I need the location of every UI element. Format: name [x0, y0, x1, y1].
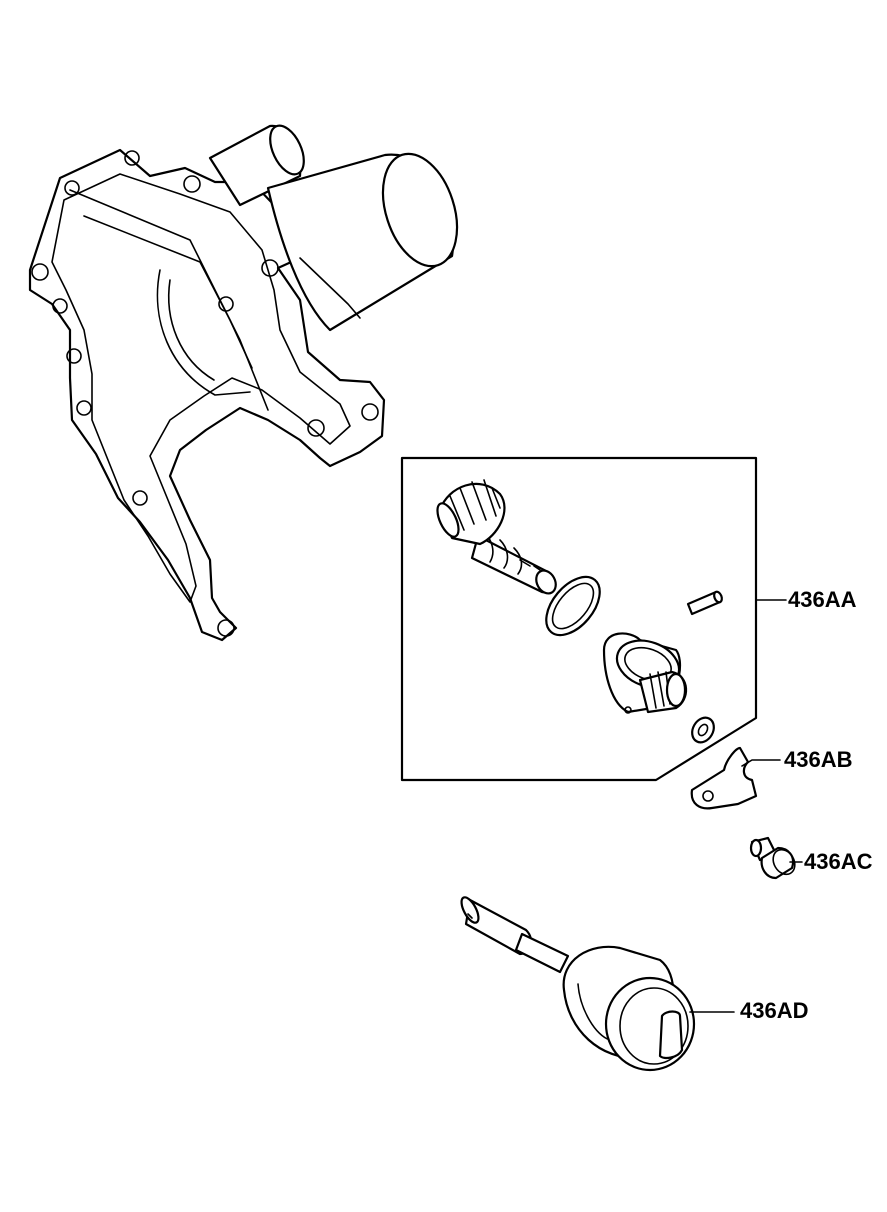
driven-gear-shaft: [436, 479, 557, 595]
callout-436aa: 436AA: [788, 587, 857, 612]
leader-lines: [689, 599, 803, 1013]
sleeve: [602, 632, 688, 714]
kit-frame: [400, 456, 758, 782]
transmission-housing: [28, 124, 459, 642]
bolt: [749, 836, 796, 880]
callout-436ad: 436AD: [740, 998, 809, 1023]
speed-sensor: [460, 896, 696, 1072]
lock-plate: [690, 746, 758, 810]
callout-436ac: 436AC: [804, 849, 873, 874]
callout-436ab: 436AB: [784, 747, 853, 772]
o-ring: [545, 575, 601, 637]
washer: [691, 716, 715, 744]
pin: [686, 590, 723, 616]
